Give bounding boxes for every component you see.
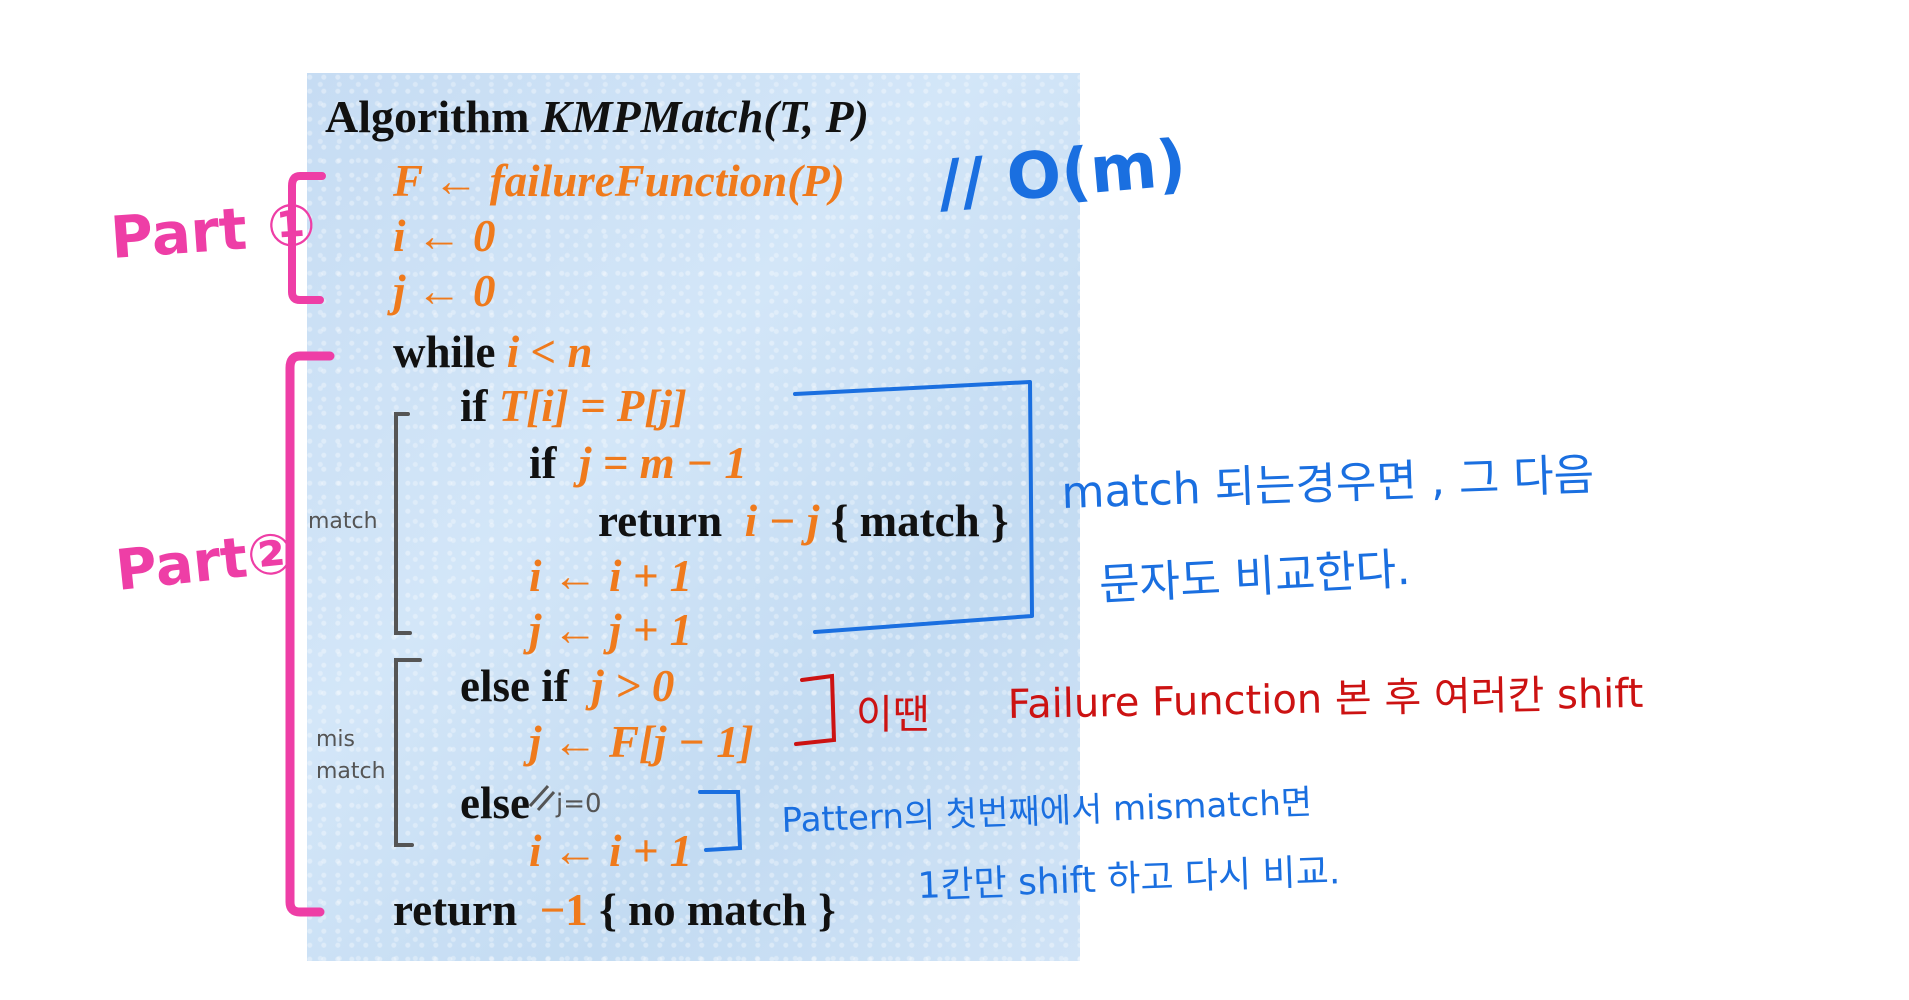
- mismatch-label-1: mis: [316, 727, 355, 752]
- code-token: i − j: [744, 496, 820, 546]
- code-token: j = m − 1: [567, 438, 747, 488]
- match-box: [793, 380, 1034, 634]
- code-token: return: [393, 885, 540, 935]
- mismatch-bracket: [394, 658, 422, 847]
- elseif-bracket: [794, 673, 837, 746]
- title-args: (T, P): [763, 91, 869, 142]
- code-token: if: [529, 438, 568, 488]
- code-line-6: if j = m − 1: [529, 438, 747, 488]
- else-strike: [528, 784, 556, 811]
- part1-label: Part ①: [108, 190, 318, 272]
- code-line-1: F ← failureFunction(P): [393, 156, 845, 206]
- code-token: j ← F[j − 1]: [529, 717, 754, 767]
- code-token: i ← i + 1: [529, 551, 693, 601]
- match-note-line1: match 되는경우면 , 그 다음: [1061, 449, 1595, 519]
- code-line-12: else: [460, 778, 530, 828]
- code-line-9: j ← j + 1: [529, 605, 692, 655]
- code-line-13: i ← i + 1: [529, 826, 692, 876]
- part1-bracket: [288, 172, 326, 304]
- code-token: while: [393, 327, 507, 377]
- else-note-line1: Pattern의 첫번째에서 mismatch면: [781, 782, 1313, 840]
- code-token: F ← failureFunction(P): [393, 156, 845, 206]
- code-token: i < n: [506, 327, 593, 377]
- elseif-note-prefix: 이땐: [856, 692, 930, 738]
- code-line-14: return −1 { no match }: [393, 885, 836, 935]
- match-note-line2: 문자도 비교한다.: [1098, 544, 1412, 611]
- code-line-8: i ← i + 1: [529, 551, 692, 601]
- code-token: j ← 0: [393, 266, 496, 316]
- code-token: −1: [539, 885, 588, 935]
- code-token: else if: [460, 661, 580, 711]
- else-j0-note: j=0: [555, 789, 602, 819]
- part2-label: Part②: [113, 521, 298, 604]
- code-token: T[i] = P[j]: [498, 381, 687, 431]
- else-bracket: [698, 790, 743, 852]
- code-token: i ← 0: [393, 211, 496, 261]
- title-name: KMPMatch: [540, 91, 764, 142]
- complexity-note: // O(m): [935, 127, 1189, 222]
- code-token: { match }: [819, 496, 1009, 546]
- code-line-5: if T[i] = P[j]: [460, 381, 687, 431]
- elseif-note-main: Failure Function 본 후 여러칸 shift: [1007, 671, 1643, 728]
- match-label: match: [308, 509, 378, 534]
- code-token: { no match }: [587, 885, 836, 935]
- code-line-2: i ← 0: [393, 211, 496, 261]
- code-line-11: j ← F[j − 1]: [529, 717, 754, 767]
- code-line-3: j ← 0: [393, 266, 496, 316]
- code-token: j > 0: [579, 661, 675, 711]
- code-token: if: [460, 381, 499, 431]
- match-bracket: [394, 412, 412, 635]
- mismatch-label-2: match: [316, 759, 386, 784]
- algorithm-title: Algorithm KMPMatch(T, P): [325, 92, 869, 142]
- else-note-line2: 1칸만 shift 하고 다시 비교.: [917, 851, 1341, 907]
- code-token: return: [598, 496, 745, 546]
- code-line-10: else if j > 0: [460, 661, 674, 711]
- part2-bracket: [285, 351, 335, 917]
- code-line-4: while i < n: [393, 327, 592, 377]
- code-line-7: return i − j { match }: [598, 496, 1009, 546]
- slide-background: [307, 73, 1080, 961]
- code-token: else: [460, 778, 530, 828]
- title-keyword: Algorithm: [325, 91, 530, 142]
- code-token: j ← j + 1: [529, 605, 693, 655]
- code-token: i ← i + 1: [529, 826, 693, 876]
